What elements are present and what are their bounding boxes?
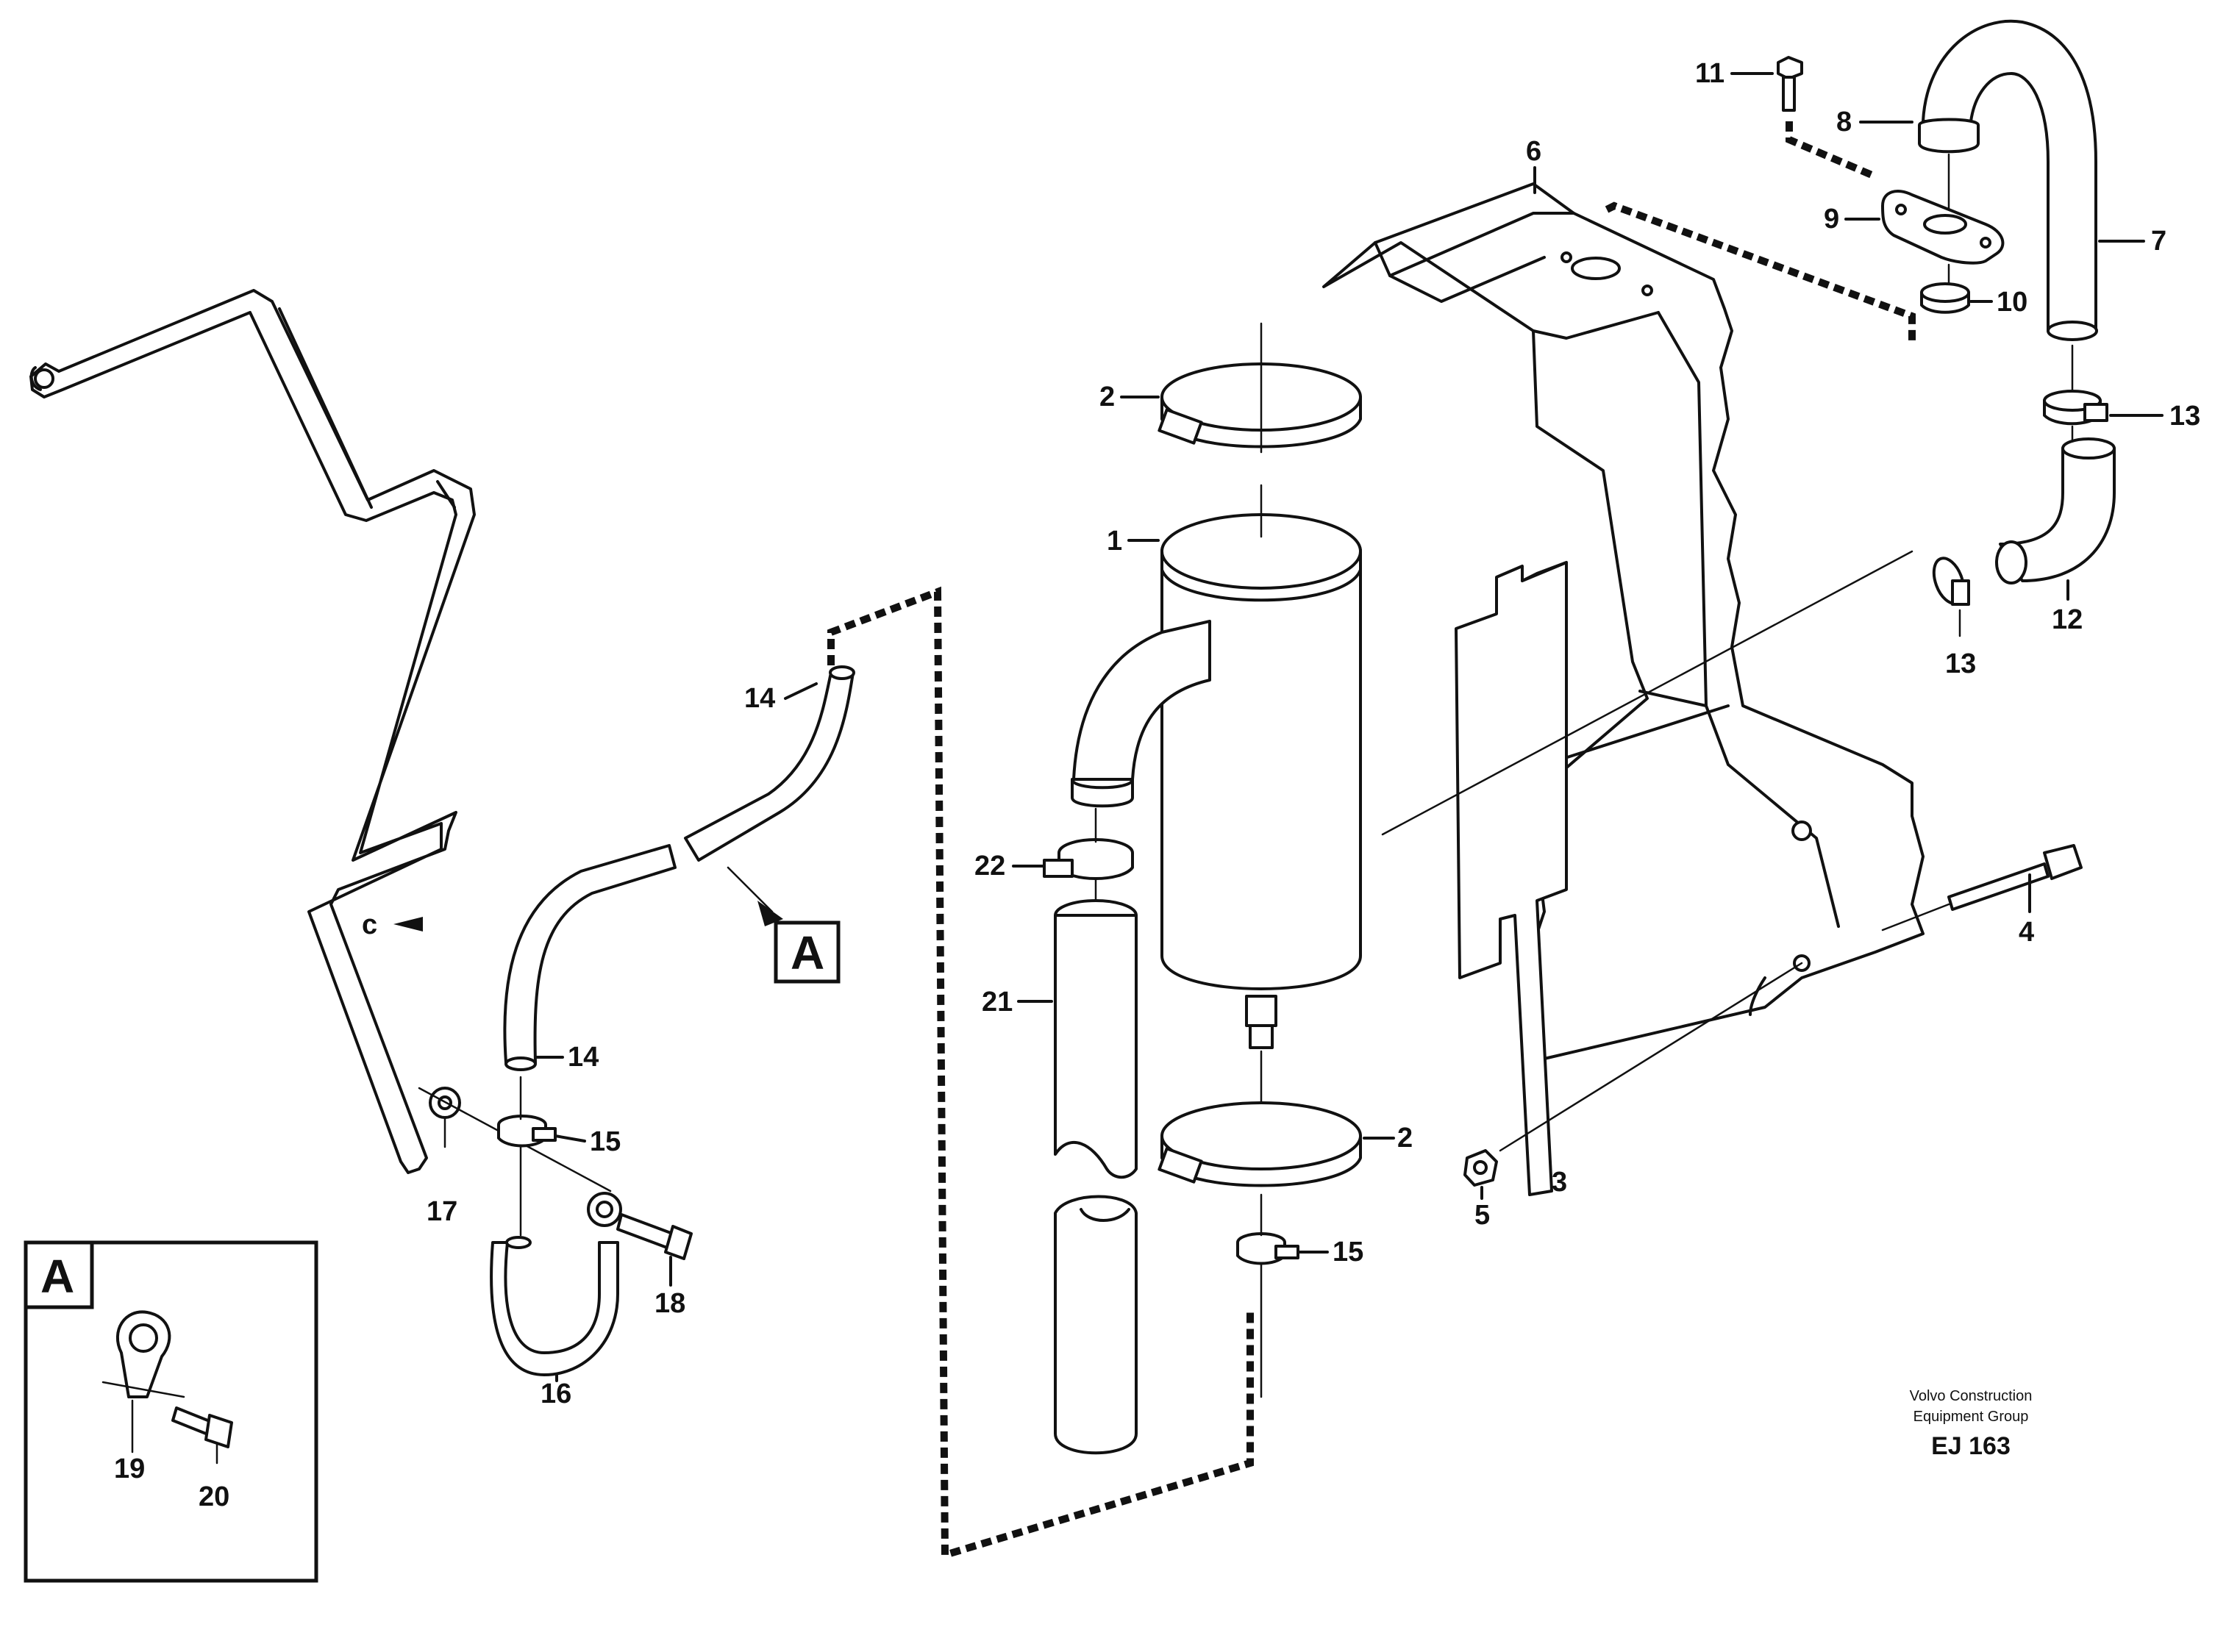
clamp-15-left xyxy=(497,1076,557,1237)
callout-19: 19 xyxy=(114,1453,145,1484)
callout-9: 9 xyxy=(1824,204,1839,235)
callout-21: 21 xyxy=(982,987,1013,1018)
plate-3 xyxy=(1455,561,1568,1196)
callout-15-left: 15 xyxy=(590,1126,621,1157)
breather-pipe xyxy=(29,289,476,1174)
bolt-4 xyxy=(1881,844,2083,932)
callout-11: 11 xyxy=(1695,58,1724,89)
callout-13-lower: 13 xyxy=(1945,648,1976,679)
clamp-22 xyxy=(1043,807,1134,906)
bolt-18 xyxy=(616,1213,693,1260)
hose-14-lower xyxy=(503,665,855,1071)
credit-block: Volvo Construction Equipment Group EJ 16… xyxy=(1910,1388,2033,1460)
callout-22: 22 xyxy=(974,851,1005,882)
bolt-11 xyxy=(1777,56,1877,180)
credit-line-2: Equipment Group xyxy=(1913,1409,2029,1425)
hose-16 xyxy=(490,1192,622,1376)
callout-4: 4 xyxy=(2019,917,2034,948)
clamp-15-center xyxy=(1236,1193,1299,1398)
inset-a-label: A xyxy=(40,1250,74,1303)
callout-5: 5 xyxy=(1474,1200,1490,1231)
callout-7: 7 xyxy=(2151,226,2166,257)
callout-12: 12 xyxy=(2052,604,2083,635)
view-a-box: A xyxy=(774,920,841,984)
flange-9 xyxy=(1881,190,2005,265)
callout-17: 17 xyxy=(427,1196,457,1227)
ring-10 xyxy=(1920,263,1970,314)
callout-labels: 1 2 2 3 4 5 6 7 8 9 10 11 12 xyxy=(114,58,2200,1512)
hose-21 xyxy=(1054,899,1138,1455)
clamp-13-top xyxy=(2043,344,2108,446)
credit-line-1: Volvo Construction xyxy=(1910,1388,2033,1404)
connector-c-marker: c xyxy=(362,909,423,940)
nut-5 xyxy=(1463,1149,1498,1187)
connector-c-label: c xyxy=(362,909,377,940)
callout-3: 3 xyxy=(1552,1167,1567,1198)
container-1 xyxy=(1071,484,1362,1156)
callout-13-top: 13 xyxy=(2169,401,2200,432)
drawing-code: EJ 163 xyxy=(1931,1432,2011,1460)
callout-20: 20 xyxy=(199,1481,229,1512)
clamp-13-lower xyxy=(1932,557,1970,637)
hose-12 xyxy=(1995,437,2116,584)
callout-8: 8 xyxy=(1836,107,1852,137)
view-a-label: A xyxy=(791,926,824,979)
callout-2-top: 2 xyxy=(1099,382,1115,412)
callout-2-bottom: 2 xyxy=(1397,1123,1413,1154)
pipe-7 xyxy=(1918,19,2098,341)
clamp-2-top xyxy=(1158,322,1362,454)
callout-18: 18 xyxy=(654,1288,685,1319)
inset-a-detail: A xyxy=(24,1240,318,1583)
callout-6: 6 xyxy=(1526,136,1541,167)
callout-10: 10 xyxy=(1997,287,2027,318)
callout-14-lower: 14 xyxy=(568,1042,599,1073)
callout-14-upper: 14 xyxy=(744,683,775,714)
clamp-2-bottom xyxy=(1158,1101,1362,1187)
housing-6 xyxy=(1322,182,1925,1060)
callout-16: 16 xyxy=(541,1379,571,1409)
callout-1: 1 xyxy=(1107,526,1122,557)
callout-15-center: 15 xyxy=(1333,1237,1363,1267)
